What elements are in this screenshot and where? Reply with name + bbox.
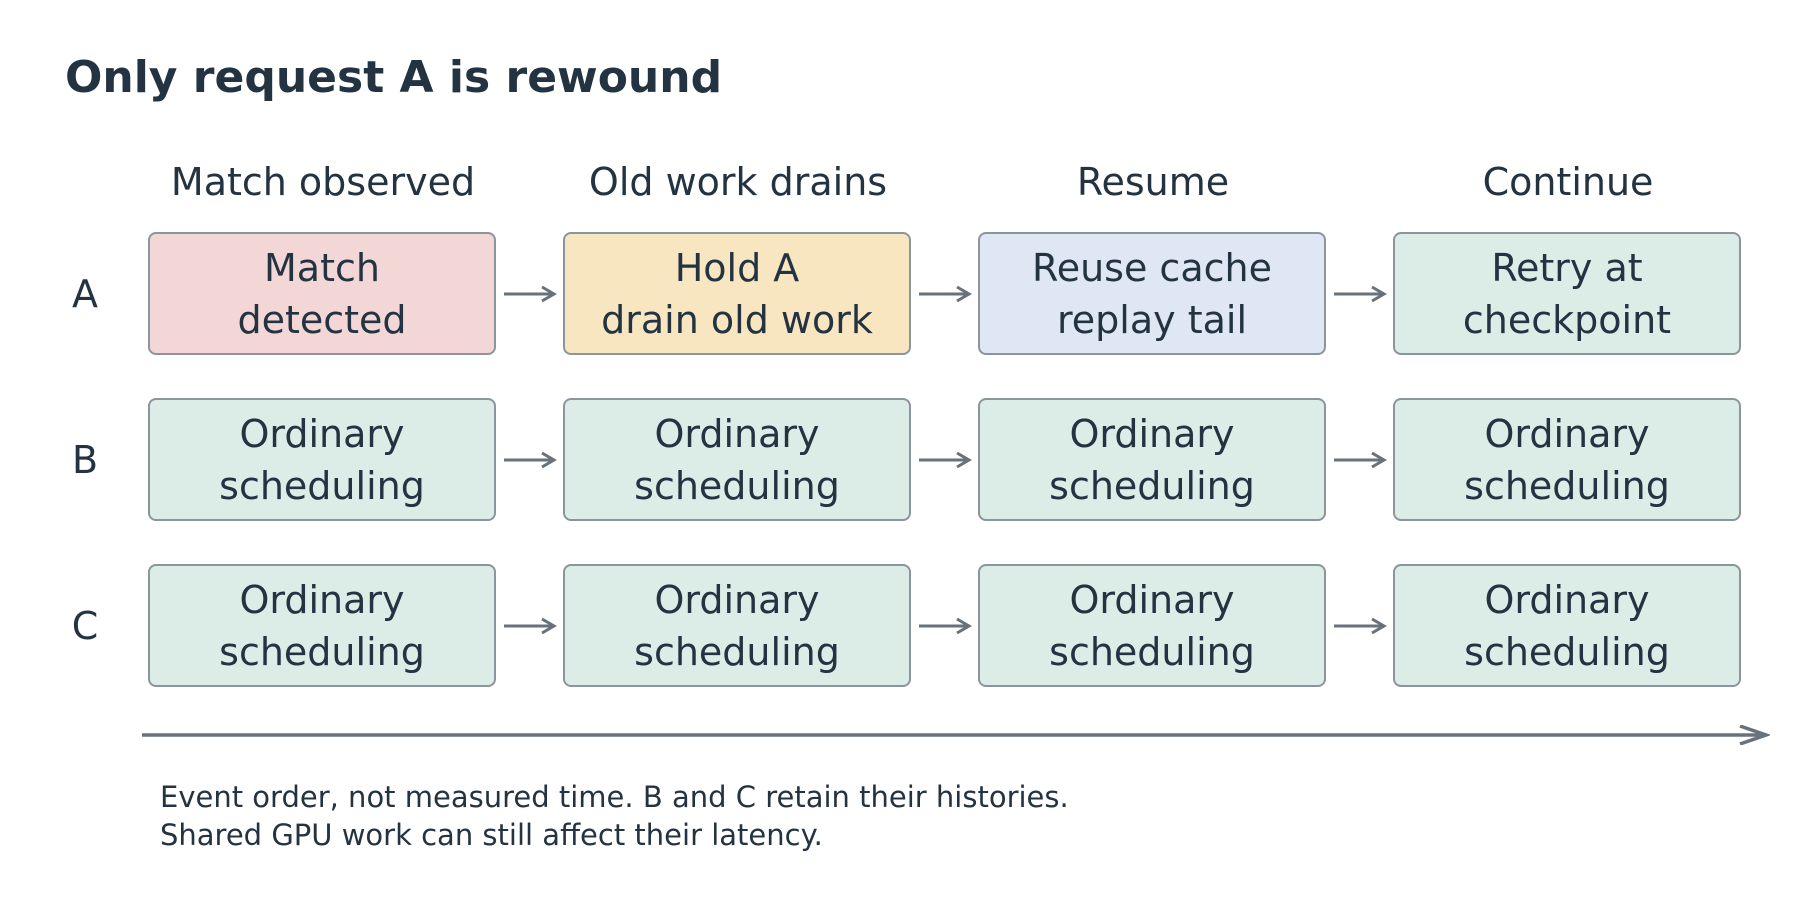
arrow-right-icon [1334, 617, 1387, 635]
box-line: scheduling [219, 629, 425, 674]
row-label-a: A [72, 272, 98, 316]
box-line: Ordinary [1069, 411, 1235, 456]
box-line: Reuse cache [1032, 245, 1272, 290]
box-line: detected [237, 297, 407, 342]
arrow-right-icon [1334, 451, 1387, 469]
arrow-right-icon [504, 285, 557, 303]
box-line: Ordinary [239, 411, 405, 456]
column-header-match-observed: Match observed [170, 160, 476, 204]
arrow-right-icon [1334, 285, 1387, 303]
box-line: Match [264, 245, 380, 290]
box-line: Ordinary [654, 411, 820, 456]
box-line: Hold A [674, 245, 800, 290]
box-a-retry-checkpoint: Retry at checkpoint [1393, 232, 1741, 355]
box-line: Ordinary [1484, 577, 1650, 622]
box-line: scheduling [1464, 463, 1670, 508]
box-line: drain old work [601, 297, 873, 342]
box-a-reuse-cache: Reuse cache replay tail [978, 232, 1326, 355]
box-line: Ordinary [1069, 577, 1235, 622]
arrow-right-icon [919, 285, 972, 303]
arrow-right-icon [504, 451, 557, 469]
box-b-step-4: Ordinary scheduling [1393, 398, 1741, 521]
column-header-continue: Continue [1482, 160, 1654, 204]
box-line: replay tail [1057, 297, 1247, 342]
arrow-right-icon [919, 451, 972, 469]
box-line: Retry at [1491, 245, 1643, 290]
row-label-c: C [71, 604, 99, 648]
box-line: scheduling [1049, 463, 1255, 508]
box-a-match-detected: Match detected [148, 232, 496, 355]
arrow-right-icon [504, 617, 557, 635]
box-line: scheduling [634, 463, 840, 508]
box-line: Ordinary [1484, 411, 1650, 456]
box-line: checkpoint [1462, 297, 1672, 342]
box-a-hold-drain: Hold A drain old work [563, 232, 911, 355]
row-label-b: B [71, 438, 99, 482]
box-c-step-2: Ordinary scheduling [563, 564, 911, 687]
box-line: scheduling [634, 629, 840, 674]
box-c-step-1: Ordinary scheduling [148, 564, 496, 687]
event-order-arrow-icon [142, 725, 1770, 745]
footnote-line: Shared GPU work can still affect their l… [160, 818, 823, 852]
column-header-resume: Resume [1076, 160, 1230, 204]
box-line: Ordinary [654, 577, 820, 622]
box-b-step-2: Ordinary scheduling [563, 398, 911, 521]
diagram-title: Only request A is rewound [65, 52, 723, 103]
box-line: scheduling [1049, 629, 1255, 674]
box-line: scheduling [1464, 629, 1670, 674]
box-b-step-1: Ordinary scheduling [148, 398, 496, 521]
footnote: Event order, not measured time. B and C … [160, 778, 1069, 854]
box-c-step-3: Ordinary scheduling [978, 564, 1326, 687]
box-line: scheduling [219, 463, 425, 508]
arrow-right-icon [919, 617, 972, 635]
box-line: Ordinary [239, 577, 405, 622]
box-b-step-3: Ordinary scheduling [978, 398, 1326, 521]
column-header-old-work-drains: Old work drains [588, 160, 888, 204]
footnote-line: Event order, not measured time. B and C … [160, 780, 1069, 814]
box-c-step-4: Ordinary scheduling [1393, 564, 1741, 687]
